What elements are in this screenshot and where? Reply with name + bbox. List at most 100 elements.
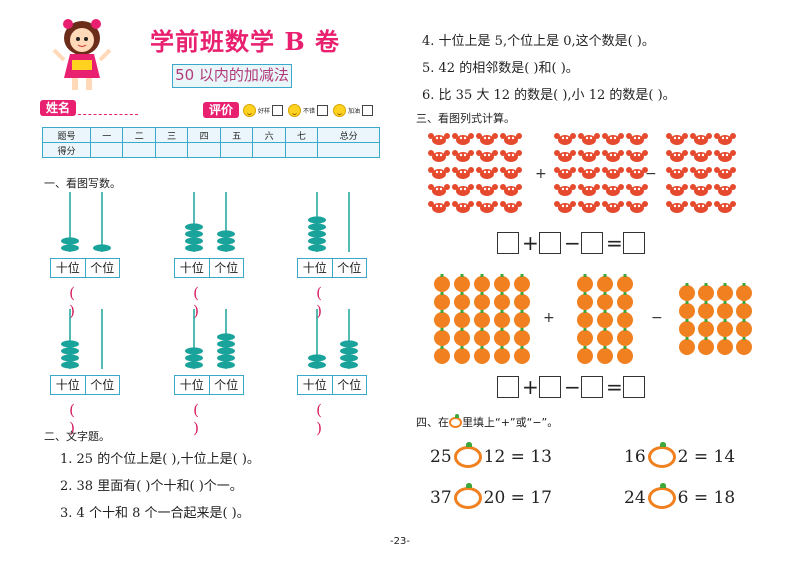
operand-left: 37 [430, 488, 452, 508]
minus-sign: − [564, 375, 581, 399]
orange-icon [717, 283, 733, 301]
answer-box[interactable] [539, 376, 561, 398]
equals-sign: = [606, 231, 623, 255]
answer-box[interactable] [581, 376, 603, 398]
answer-box[interactable] [581, 232, 603, 254]
crab-icon [714, 133, 736, 145]
orange-icon [514, 292, 530, 310]
crab-icon [690, 201, 712, 213]
orange-icon [494, 292, 510, 310]
orange-icon [434, 328, 450, 346]
page-number: -23- [390, 536, 410, 547]
ones-place-label: 个位 [208, 376, 244, 394]
crab-icon [578, 150, 600, 162]
orange-icon [514, 274, 530, 292]
answer-parens[interactable]: ( ) [316, 401, 348, 437]
question-3: 3. 4 个十和 8 个一合起来是( )。 [60, 506, 250, 521]
crab-icon [500, 184, 522, 196]
fill-sign-item: 25 12 = 13 [430, 442, 552, 468]
place-value-label-box: 十位个位 [50, 258, 120, 278]
sign-ring-input[interactable] [647, 483, 676, 509]
answer-box[interactable] [623, 232, 645, 254]
question-6: 6. 比 35 大 12 的数是( ),小 12 的数是( )。 [422, 88, 676, 103]
crab-icon [714, 150, 736, 162]
answer-box[interactable] [497, 232, 519, 254]
orange-icon [434, 346, 450, 364]
crab-icon [666, 201, 688, 213]
crab-icon [602, 150, 624, 162]
sign-ring-input[interactable] [647, 442, 676, 468]
abacus-bead [61, 354, 79, 362]
orange-icon [474, 346, 490, 364]
orange-icon [577, 292, 593, 310]
question-1: 1. 25 的个位上是( ),十位上是( )。 [60, 452, 260, 467]
score-cell[interactable] [122, 142, 156, 158]
ones-place-label: 个位 [84, 259, 120, 277]
orange-icon [617, 328, 633, 346]
section3-title: 三、看图列式计算。 [416, 112, 515, 125]
crab-icon [554, 184, 576, 196]
orange-icon [597, 310, 613, 328]
smiley-icon [243, 103, 256, 117]
score-cell[interactable] [252, 142, 286, 158]
crab-icon [602, 133, 624, 145]
crab-icon [500, 167, 522, 179]
abacus-figure [61, 309, 103, 369]
plus-sign: + [535, 166, 547, 182]
answer-parens[interactable]: ( ) [69, 284, 101, 320]
crab-icon [476, 167, 498, 179]
plus-sign: + [522, 231, 539, 255]
orange-icon [679, 301, 695, 319]
orange-icon [736, 301, 752, 319]
abacus-bead [308, 237, 326, 245]
crab-icon [666, 184, 688, 196]
crab-icon [690, 150, 712, 162]
score-cell[interactable] [89, 142, 124, 158]
eval-checkbox[interactable] [317, 104, 329, 116]
orange-ring-icon [449, 413, 462, 428]
ones-place-label: 个位 [331, 259, 367, 277]
crab-icon [500, 150, 522, 162]
abacus-bead [308, 361, 326, 369]
crab-picture: +− [428, 133, 736, 213]
orange-icon [736, 337, 752, 355]
score-cell[interactable] [317, 142, 380, 158]
orange-icon [514, 328, 530, 346]
equation-row-1: + − = [497, 232, 645, 254]
answer-box[interactable] [539, 232, 561, 254]
orange-icon [454, 346, 470, 364]
orange-icon [454, 310, 470, 328]
eval-option-label: 不错 [303, 107, 316, 115]
answer-parens[interactable]: ( ) [316, 284, 348, 320]
score-cell[interactable] [219, 142, 254, 158]
score-cell[interactable] [284, 142, 319, 158]
answer-box[interactable] [623, 376, 645, 398]
score-cell[interactable] [154, 142, 189, 158]
orange-picture: +− [434, 274, 752, 364]
crab-icon [428, 201, 450, 213]
answer-box[interactable] [497, 376, 519, 398]
eval-checkbox[interactable] [272, 104, 284, 116]
name-label: 姓名 [40, 100, 76, 116]
sign-ring-input[interactable] [453, 483, 482, 509]
score-header-cell: 三 [154, 127, 189, 143]
eval-option-label: 好样 [258, 107, 271, 115]
abacus-bead [185, 347, 203, 355]
sign-ring-input[interactable] [453, 442, 482, 468]
orange-icon [736, 319, 752, 337]
eval-checkbox[interactable] [362, 104, 374, 116]
answer-parens[interactable]: ( ) [193, 401, 225, 437]
crab-icon [452, 184, 474, 196]
answer-parens[interactable]: ( ) [69, 401, 101, 437]
crab-icon [626, 201, 648, 213]
abacus-bead [61, 237, 79, 245]
crab-icon [554, 150, 576, 162]
answer-parens[interactable]: ( ) [193, 284, 225, 320]
name-line[interactable] [78, 114, 138, 115]
evaluation-label: 评价 [203, 102, 239, 118]
page-title: 学前班数学 B 卷 [150, 27, 340, 56]
orange-icon [617, 346, 633, 364]
abacus-bead [217, 230, 235, 238]
score-cell[interactable] [187, 142, 221, 158]
orange-icon [494, 310, 510, 328]
